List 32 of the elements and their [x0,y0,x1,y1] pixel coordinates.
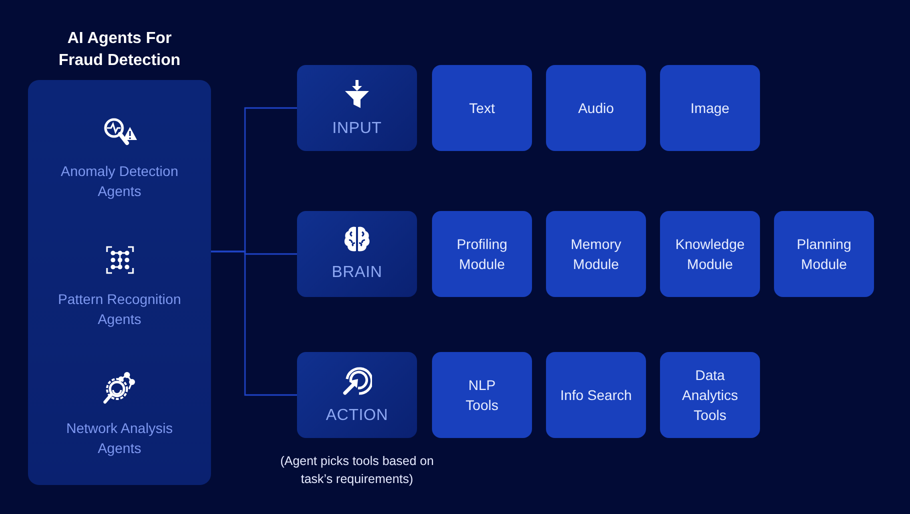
category-box [297,65,417,151]
module-label: Image [690,99,730,118]
panel-heading: AI Agents For Fraud Detection [58,29,182,71]
module-box [546,65,646,151]
module-label: Memory Module [570,235,622,274]
module-label: Knowledge Module [674,235,746,274]
module-label: Profiling Module [456,235,508,274]
module-box [660,65,760,151]
module-label: Data Analytics Tools [680,366,740,425]
category-label: BRAIN [332,263,382,283]
module-box [432,352,532,438]
module-box [546,211,646,297]
module-label: Planning Module [796,235,852,274]
module-box [432,211,532,297]
module-label: Audio [578,99,614,118]
connector-line [211,250,297,396]
module-box [546,352,646,438]
module-label: Info Search [560,386,632,405]
agent-type-label: Pattern Recognition Agents [57,290,182,329]
module-box [660,352,760,438]
module-box [660,211,760,297]
agent-type-label: Network Analysis Agents [65,419,174,458]
note-text: (Agent picks tools based on task’s requirements) [279,453,435,488]
module-box [774,211,874,297]
module-box [432,65,532,151]
category-box [297,352,417,438]
module-label: NLP Tools [464,376,500,415]
category-label: ACTION [326,406,388,426]
category-box [297,211,417,297]
agent-type-label: Anomaly Detection Agents [60,162,180,201]
module-label: Text [469,99,495,118]
category-label: INPUT [332,119,382,139]
